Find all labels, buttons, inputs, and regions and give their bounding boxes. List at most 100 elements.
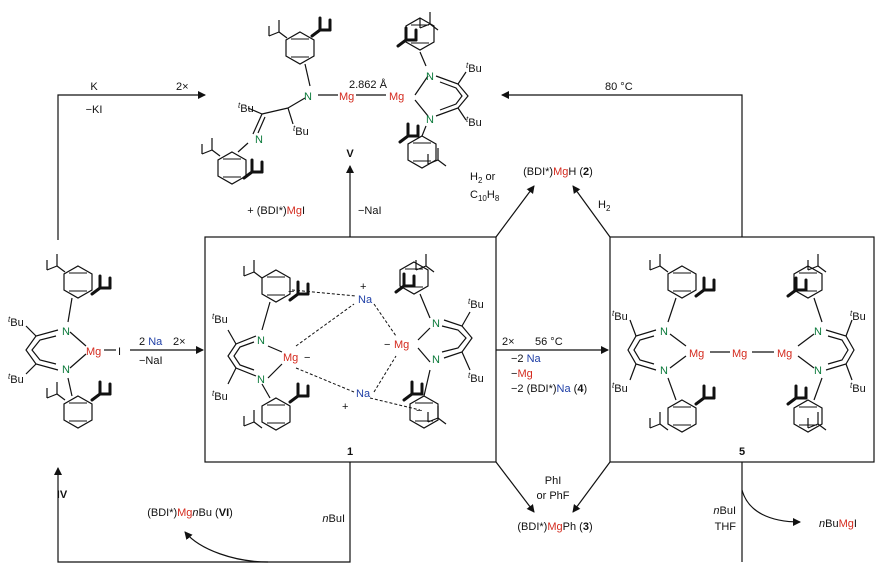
label-or-phf: or PhF: [536, 490, 569, 502]
atom-mg: Mg: [86, 346, 101, 358]
label-minus-nai-left: −NaI: [139, 355, 163, 367]
arrow-5-to-v: [501, 91, 743, 237]
label-thf: THF: [715, 521, 737, 533]
tbu-group: tBu: [468, 297, 484, 311]
isopropyl-group: [694, 276, 716, 298]
label-nbui-left: nBuI: [322, 513, 345, 525]
label-56c: 56 °C: [535, 336, 563, 348]
ethyl-group: [243, 409, 263, 429]
atom-n: N: [255, 134, 263, 146]
ethyl-group: [807, 253, 827, 273]
isopropyl-group: [310, 16, 332, 38]
atom-n: N: [814, 326, 822, 338]
ethyl-group: [649, 411, 669, 431]
label-h2-or: H2 or: [470, 171, 496, 185]
aryl-ring: [63, 395, 93, 429]
aryl-ring: [285, 31, 315, 65]
tbu-group: tBu: [612, 309, 628, 323]
isopropyl-group: [786, 276, 808, 298]
tbu-group: tBu: [212, 312, 228, 326]
arrow-5-to-mgh: [572, 185, 611, 238]
label-minus-2na: −2 Na: [511, 353, 542, 365]
ethyl-group: [46, 381, 66, 401]
tbu-group: tBu: [293, 124, 309, 138]
atom-n: N: [426, 114, 434, 126]
tbu-group: tBu: [212, 389, 228, 403]
atom-n: N: [426, 71, 434, 83]
ethyl-group: [268, 19, 288, 39]
product-mgnbu: (BDI*)MgnBu (VI): [147, 507, 233, 519]
aryl-ring: [667, 265, 697, 299]
aryl-ring: [217, 151, 247, 185]
label-nbui-right: nBuI: [713, 505, 736, 517]
arrow-1-to-mgh: [495, 185, 535, 238]
compound-label-v: V: [346, 148, 354, 160]
atom-i: I: [118, 346, 121, 358]
tbu-group: tBu: [8, 372, 24, 386]
compound-iv-structure: N N Mg I tBu tBu IV: [8, 253, 121, 501]
atom-mg: Mg: [339, 91, 354, 103]
ethyl-group: [243, 259, 263, 279]
tbu-group: tBu: [8, 315, 24, 329]
tbu-group: tBu: [468, 371, 484, 385]
aryl-ring: [409, 395, 439, 429]
aryl-ring: [261, 269, 291, 303]
atom-n: N: [432, 354, 440, 366]
product-mgh: (BDI*)MgH (2): [523, 166, 593, 178]
atom-n: N: [257, 374, 265, 386]
label-2na: 2 Na: [139, 336, 163, 348]
atom-n: N: [257, 335, 265, 347]
tbu-group: tBu: [466, 115, 482, 129]
aryl-ring: [667, 399, 697, 433]
aryl-ring: [63, 265, 93, 299]
product-nbumgi: nBuMgI: [819, 518, 857, 530]
isopropyl-group: [242, 158, 264, 180]
ethyl-group: [649, 253, 669, 273]
aryl-ring: [407, 135, 437, 169]
ethyl-group: [46, 253, 66, 273]
compound-label-5: 5: [739, 446, 745, 458]
atom-na: Na: [356, 388, 371, 400]
arrow-curve-nbumgi: [741, 489, 801, 526]
label-c10h8: C10H8: [470, 189, 500, 203]
atom-mg: Mg: [732, 348, 747, 360]
tbu-group: tBu: [612, 381, 628, 395]
arrow-1-to-iv: [54, 462, 351, 563]
aryl-ring: [793, 265, 823, 299]
tbu-group: tBu: [238, 101, 254, 115]
charge-minus: −: [288, 286, 294, 298]
ethyl-group: [419, 11, 439, 31]
atom-n: N: [432, 318, 440, 330]
ethyl-group: [427, 147, 447, 167]
bond-distance: 2.862 Å: [349, 78, 388, 91]
product-mgph: (BDI*)MgPh (3): [517, 521, 592, 533]
arrow-iv-to-v: [57, 91, 206, 240]
compound-5-structure: N N N N Mg Mg Mg tBu tBu tBu tBu 5: [612, 253, 866, 458]
arrow-5-to-mgph: [572, 461, 611, 513]
charge-plus: +: [342, 401, 348, 413]
label-minus-2-bdina: −2 (BDI*)Na (4): [511, 383, 587, 395]
label-plus-bdi-mgi: + (BDI*)MgI: [247, 205, 305, 217]
atom-n: N: [62, 364, 70, 376]
atom-mg: Mg: [389, 91, 404, 103]
charge-plus: +: [360, 281, 366, 293]
ethyl-group: [427, 405, 447, 425]
label-phi: PhI: [545, 475, 562, 487]
compound-v-structure: N N N N Mg Mg 2.862 Å tBu tBu tBu tBu V: [201, 11, 482, 185]
isopropyl-group: [694, 384, 716, 406]
isopropyl-group: [90, 274, 112, 296]
isopropyl-group: [90, 380, 112, 402]
label-k: K: [90, 81, 98, 93]
label-h2: H2: [598, 199, 611, 213]
arrow-curve-mgnbu: [184, 531, 269, 563]
isopropyl-group: [402, 380, 424, 402]
atom-n: N: [660, 365, 668, 377]
aryl-ring: [261, 397, 291, 431]
label-56-mult: 2×: [502, 336, 515, 348]
isopropyl-group: [288, 382, 310, 404]
label-na-mult: 2×: [173, 336, 186, 348]
atom-na: Na: [358, 294, 373, 306]
arrow-1-to-mgph: [495, 461, 535, 513]
charge-minus: −: [304, 352, 310, 364]
charge-minus: −: [416, 405, 422, 417]
